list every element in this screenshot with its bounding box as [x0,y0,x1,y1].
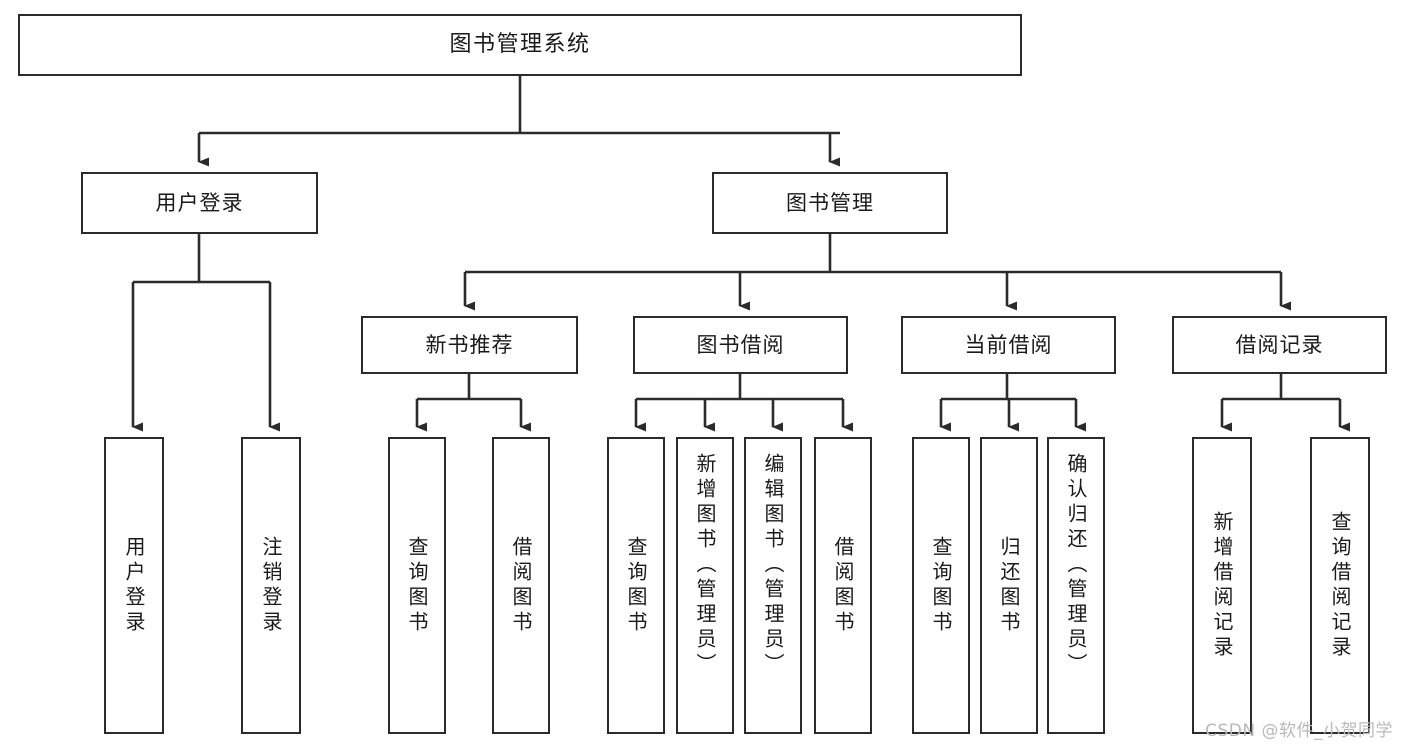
node-leaf-add-book[interactable]: 新增图书（管理员） [676,437,734,734]
node-leaf-query-book-3-label: 查询图书 [929,535,953,636]
node-leaf-borrow-book-1[interactable]: 借阅图书 [492,437,550,734]
node-leaf-borrow-book-1-label: 借阅图书 [509,535,533,636]
node-borrow-record-label: 借阅记录 [1235,332,1324,357]
node-leaf-borrow-book-2-label: 借阅图书 [831,535,855,636]
node-leaf-query-record-label: 查询借阅记录 [1328,510,1352,661]
node-book-management[interactable]: 图书管理 [712,172,948,234]
node-leaf-borrow-book-2[interactable]: 借阅图书 [814,437,872,734]
node-leaf-logout-login-label: 注销登录 [259,535,283,636]
node-root-label: 图书管理系统 [449,32,591,58]
node-leaf-confirm-return[interactable]: 确认归还（管理员） [1047,437,1105,734]
node-user-login-label: 用户登录 [155,190,244,215]
node-leaf-query-book-1[interactable]: 查询图书 [388,437,446,734]
node-leaf-user-login-label: 用户登录 [122,535,146,636]
node-leaf-query-record[interactable]: 查询借阅记录 [1310,437,1370,734]
node-new-book-recommend-label: 新书推荐 [425,332,514,357]
node-new-book-recommend[interactable]: 新书推荐 [361,316,578,374]
node-current-borrow-label: 当前借阅 [964,332,1053,357]
node-user-login[interactable]: 用户登录 [81,172,318,234]
node-leaf-return-book[interactable]: 归还图书 [980,437,1038,734]
node-leaf-add-book-label: 新增图书（管理员） [693,453,717,678]
node-leaf-edit-book-label: 编辑图书（管理员） [761,453,785,678]
node-leaf-return-book-label: 归还图书 [997,535,1021,636]
node-leaf-query-book-3[interactable]: 查询图书 [912,437,970,734]
node-current-borrow[interactable]: 当前借阅 [901,316,1116,374]
node-book-borrow-label: 图书借阅 [696,332,785,357]
node-borrow-record[interactable]: 借阅记录 [1172,316,1387,374]
node-leaf-logout-login[interactable]: 注销登录 [241,437,301,734]
node-book-borrow[interactable]: 图书借阅 [633,316,848,374]
node-leaf-user-login[interactable]: 用户登录 [104,437,164,734]
node-leaf-query-book-2-label: 查询图书 [624,535,648,636]
node-leaf-confirm-return-label: 确认归还（管理员） [1064,453,1088,678]
watermark: CSDN @软件_小贺同学 [1205,721,1393,741]
node-leaf-add-record-label: 新增借阅记录 [1210,510,1234,661]
node-book-management-label: 图书管理 [786,190,874,215]
node-leaf-add-record[interactable]: 新增借阅记录 [1192,437,1252,734]
node-leaf-edit-book[interactable]: 编辑图书（管理员） [744,437,802,734]
node-leaf-query-book-2[interactable]: 查询图书 [607,437,665,734]
node-root[interactable]: 图书管理系统 [18,14,1022,76]
node-leaf-query-book-1-label: 查询图书 [405,535,429,636]
